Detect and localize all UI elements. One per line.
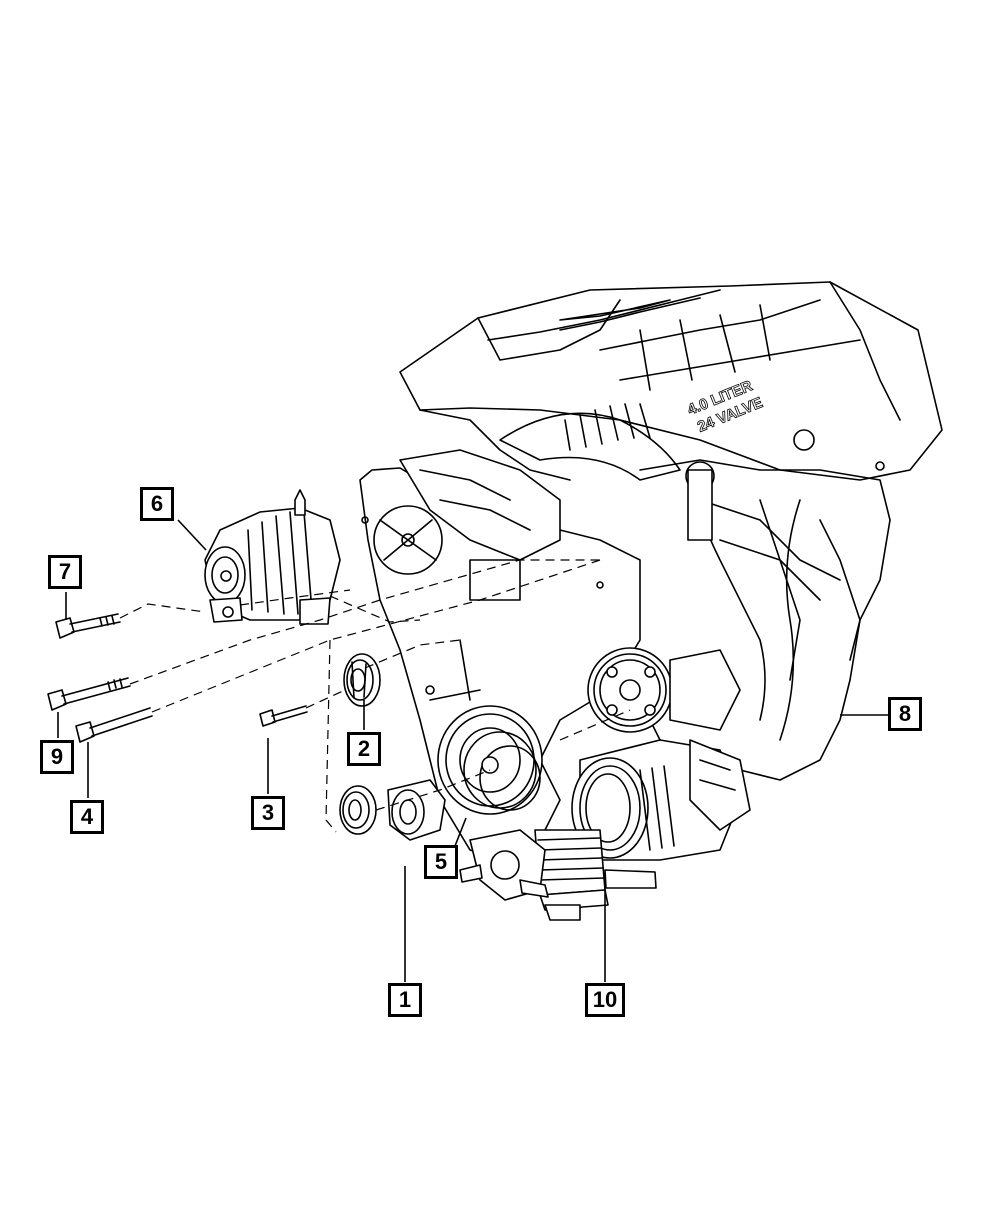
water-pump (459, 829, 549, 901)
belt-tensioner (387, 779, 446, 841)
callout-6[interactable]: 6 (140, 487, 174, 521)
leader-lines (57, 519, 889, 982)
bolt-4 (75, 707, 153, 743)
callout-10[interactable]: 10 (585, 983, 625, 1017)
bolt-3 (259, 705, 308, 727)
idler-pulley-upper (343, 653, 381, 707)
engine-cover: 4.0 LITER 24 VALVE (399, 281, 943, 481)
bolt-9 (47, 677, 131, 711)
oil-cooler (534, 829, 657, 921)
idler-pulley-lower (339, 785, 377, 835)
callout-8[interactable]: 8 (888, 697, 922, 731)
callout-3[interactable]: 3 (251, 796, 285, 830)
bolt-7 (55, 613, 121, 639)
assembly-lines (119, 559, 631, 833)
callout-7[interactable]: 7 (48, 555, 82, 589)
ac-compressor (571, 739, 751, 861)
crankshaft-damper (437, 705, 543, 815)
callout-4[interactable]: 4 (70, 800, 104, 834)
callout-1[interactable]: 1 (388, 983, 422, 1017)
callout-9[interactable]: 9 (40, 740, 74, 774)
callout-2[interactable]: 2 (347, 732, 381, 766)
alternator (204, 489, 341, 625)
callout-5[interactable]: 5 (424, 845, 458, 879)
power-steering-pulley (587, 647, 741, 733)
